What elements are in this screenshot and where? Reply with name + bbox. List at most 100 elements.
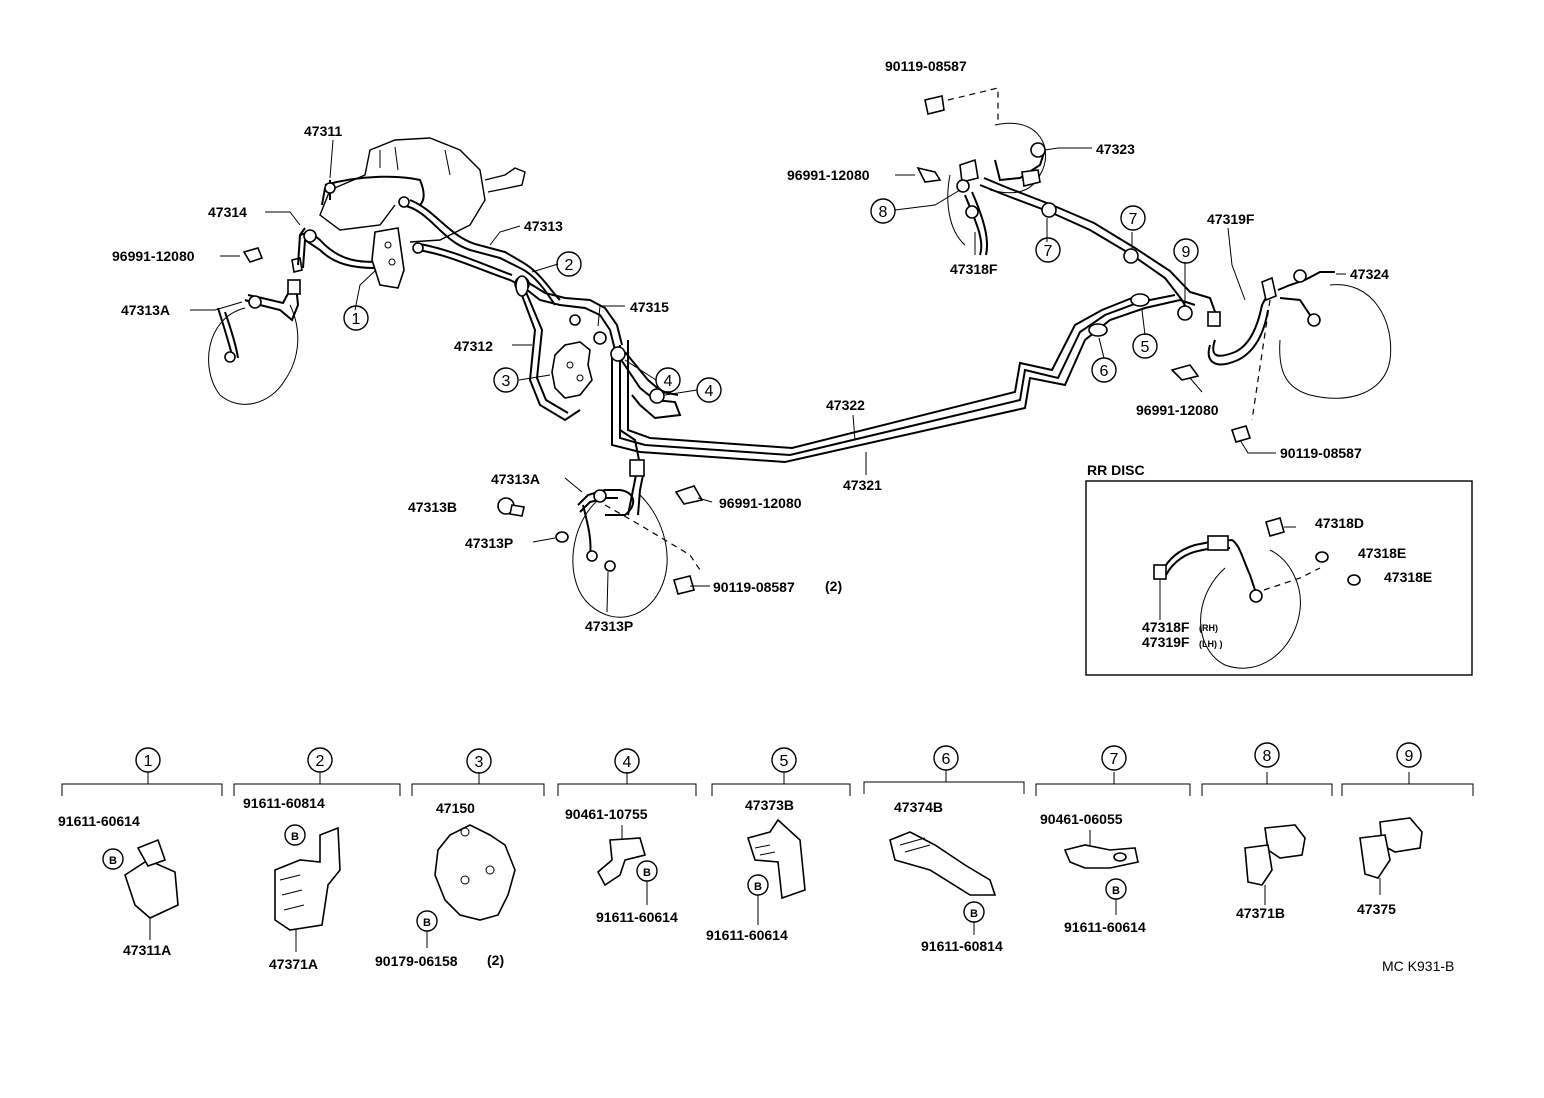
svg-text:B: B xyxy=(970,908,978,920)
part-91611-60614-g4: 91611-60614 xyxy=(596,909,678,925)
svg-text:1: 1 xyxy=(144,753,153,770)
label-96991-b: 96991-12080 xyxy=(719,495,802,511)
detail-group-5: 5 47373B B 91611-60614 xyxy=(706,747,851,943)
label-47323: 47323 xyxy=(1096,141,1135,157)
rr-disc-inset: RR DISC 47318D 47318E 47318E 47318F (RH)… xyxy=(1085,462,1473,676)
part-labels: 47311 47314 96991-12080 47313A 47313 473… xyxy=(112,58,1389,634)
svg-text:6: 6 xyxy=(942,751,951,768)
detail-group-6: 6 47374B B 91611-60814 xyxy=(863,745,1025,954)
callout-8: 8 xyxy=(870,198,896,224)
callout-7b: 7 xyxy=(1035,237,1061,263)
svg-text:B: B xyxy=(423,917,431,929)
part-91611-60614-g7: 91611-60614 xyxy=(1064,919,1146,935)
part-47371B: 47371B xyxy=(1236,905,1285,921)
svg-text:5: 5 xyxy=(780,753,789,770)
label-90119-c: 90119-08587 xyxy=(1280,445,1362,461)
label-96991-a: 96991-12080 xyxy=(112,248,195,264)
svg-text:4: 4 xyxy=(705,383,714,400)
label-47318E-a: 47318E xyxy=(1358,545,1406,561)
label-47324: 47324 xyxy=(1350,266,1389,282)
label-47319F-lh: 47319F xyxy=(1142,634,1190,650)
part-91611-60814-g2: 91611-60814 xyxy=(243,795,325,811)
clip-96991-center xyxy=(674,485,704,505)
leader-lines xyxy=(190,139,1346,613)
label-47318F: 47318F xyxy=(950,261,998,277)
label-47318D: 47318D xyxy=(1315,515,1364,531)
label-47313: 47313 xyxy=(524,218,563,234)
label-96991-d: 96991-12080 xyxy=(1136,402,1219,418)
callout-1: 1 xyxy=(343,305,369,331)
part-90179-06158: 90179-06158 xyxy=(375,953,458,969)
detail-group-1: 1 91611-60614 B 47311A xyxy=(58,747,223,958)
callout-2: 2 xyxy=(556,251,582,277)
label-47313B: 47313B xyxy=(408,499,457,515)
diagram-code: MC K931-B xyxy=(1382,958,1454,974)
rear-right-brake-lines xyxy=(964,149,1219,321)
part-47374B: 47374B xyxy=(894,799,943,815)
svg-text:7: 7 xyxy=(1044,243,1053,260)
rr-disc-title: RR DISC xyxy=(1087,462,1145,478)
part-91611-60614-g5: 91611-60614 xyxy=(706,927,788,943)
svg-text:8: 8 xyxy=(879,204,888,221)
rear-left-brake xyxy=(916,87,1047,246)
part-91611-60614-g1: 91611-60614 xyxy=(58,813,140,829)
callout-3: 3 xyxy=(493,367,519,393)
label-47313P-b: 47313P xyxy=(585,618,633,634)
label-47318F-rh: 47318F xyxy=(1142,619,1190,635)
svg-text:B: B xyxy=(109,855,117,867)
label-47315: 47315 xyxy=(630,299,669,315)
label-rh: (RH) xyxy=(1199,623,1218,633)
label-47314: 47314 xyxy=(208,204,247,220)
rr-disc-frame xyxy=(1085,480,1473,676)
svg-text:7: 7 xyxy=(1129,211,1138,228)
svg-text:4: 4 xyxy=(664,373,673,390)
part-90461-06055: 90461-06055 xyxy=(1040,811,1123,827)
callout-6: 6 xyxy=(1091,357,1117,383)
front-left-brake-lines xyxy=(299,175,623,422)
svg-text:9: 9 xyxy=(1182,244,1191,261)
detail-group-4: 4 90461-10755 B 91611-60614 xyxy=(557,748,697,925)
callout-4a: 4 xyxy=(655,367,681,393)
front-left-brake xyxy=(208,227,306,405)
detail-group-3: 3 47150 B 90179-06158 (2) xyxy=(375,748,545,969)
junction-block xyxy=(371,227,405,289)
part-47371A: 47371A xyxy=(269,956,318,972)
detail-group-2: 2 91611-60814 B 47371A xyxy=(233,747,401,972)
proportioning-valve xyxy=(551,341,593,399)
svg-text:3: 3 xyxy=(502,373,511,390)
part-90461-10755: 90461-10755 xyxy=(565,806,648,822)
svg-text:2: 2 xyxy=(316,753,325,770)
svg-text:8: 8 xyxy=(1263,748,1272,765)
label-47319F: 47319F xyxy=(1207,211,1255,227)
label-90119-a: 90119-08587 xyxy=(885,58,967,74)
part-47150: 47150 xyxy=(436,800,475,816)
label-90119-b-qty: (2) xyxy=(825,578,842,594)
svg-text:7: 7 xyxy=(1110,751,1119,768)
svg-text:5: 5 xyxy=(1141,339,1150,356)
svg-text:4: 4 xyxy=(623,754,632,771)
label-47313A-left: 47313A xyxy=(121,302,170,318)
svg-text:9: 9 xyxy=(1405,748,1414,765)
detail-group-7: 7 90461-06055 B 91611-60614 xyxy=(1035,745,1191,935)
clip-96991-left xyxy=(242,247,264,263)
label-47313A-center: 47313A xyxy=(491,471,540,487)
part-90179-06158-qty: (2) xyxy=(487,952,504,968)
callout-5: 5 xyxy=(1132,333,1158,359)
svg-text:B: B xyxy=(643,867,651,879)
callout-9: 9 xyxy=(1173,238,1199,264)
rear-brake-lines xyxy=(611,294,1196,466)
clip-96991-right xyxy=(1170,364,1200,381)
callout-circles: 1 2 3 4 4 5 6 7 7 8 9 xyxy=(343,198,1199,403)
part-91611-60814-g6: 91611-60814 xyxy=(921,938,1003,954)
brake-booster-assembly xyxy=(319,137,526,243)
callout-4b: 4 xyxy=(696,377,722,403)
detail-groups: 1 91611-60614 B 47311A 2 91611-60814 B 4… xyxy=(58,742,1474,972)
front-right-brake xyxy=(497,459,701,618)
label-47322: 47322 xyxy=(826,397,865,413)
part-47311A: 47311A xyxy=(123,942,171,958)
detail-group-9: 9 47375 xyxy=(1341,742,1474,917)
label-47313P-a: 47313P xyxy=(465,535,513,551)
svg-text:1: 1 xyxy=(352,311,361,328)
label-90119-b: 90119-08587 xyxy=(713,579,795,595)
